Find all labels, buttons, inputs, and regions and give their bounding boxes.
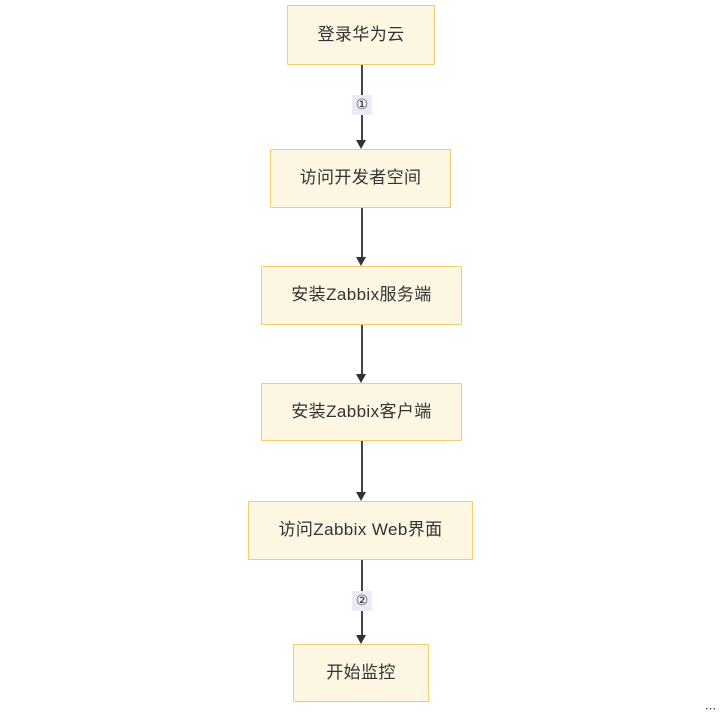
edge-line (361, 208, 363, 257)
edge-badge-2: ② (352, 591, 372, 611)
flow-node-start-monitoring[interactable]: 开始监控 (293, 644, 429, 702)
arrowhead-icon (356, 140, 367, 149)
flow-node-label: 安装Zabbix服务端 (291, 285, 432, 305)
edge-line (361, 441, 363, 492)
flow-node-visit-developer-space[interactable]: 访问开发者空间 (270, 149, 451, 208)
overflow-ellipsis-icon[interactable]: ⋯ (705, 702, 716, 715)
flow-node-label: 访问Zabbix Web界面 (278, 520, 443, 540)
flow-node-label: 访问开发者空间 (299, 168, 422, 188)
flow-node-install-zabbix-server[interactable]: 安装Zabbix服务端 (261, 266, 462, 325)
flow-node-label: 开始监控 (326, 662, 396, 682)
edge-badge-1: ① (352, 95, 372, 115)
arrowhead-icon (356, 374, 367, 383)
edge-line (361, 325, 363, 374)
flow-node-label: 安装Zabbix客户端 (291, 401, 432, 421)
flow-node-login-huawei-cloud[interactable]: 登录华为云 (287, 5, 435, 65)
flow-node-install-zabbix-agent[interactable]: 安装Zabbix客户端 (261, 383, 462, 441)
flow-node-label: 登录华为云 (317, 24, 405, 44)
arrowhead-icon (356, 635, 367, 644)
flow-node-visit-zabbix-web-ui[interactable]: 访问Zabbix Web界面 (248, 501, 473, 560)
arrowhead-icon (356, 257, 367, 266)
arrowhead-icon (356, 492, 367, 501)
